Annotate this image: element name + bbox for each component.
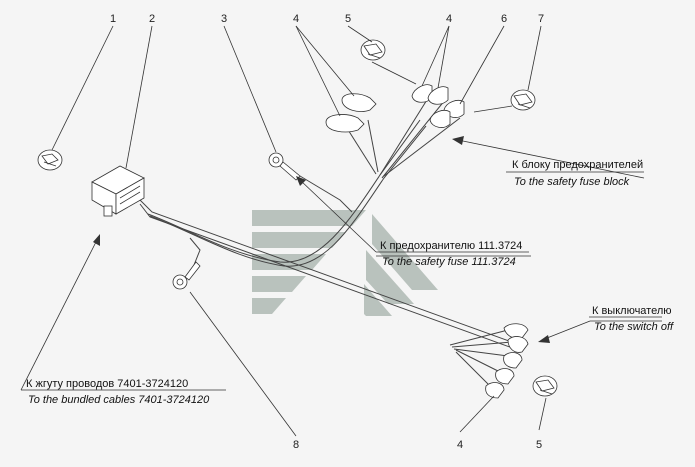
callout-5-bottom: 5 [536, 439, 542, 451]
bundle-label-en: To the bundled cables 7401-3724120 [28, 394, 210, 406]
callout-5-top: 5 [345, 13, 351, 25]
fuse-block-label-en: To the safety fuse block [514, 176, 630, 188]
ring-terminal-8 [172, 261, 201, 290]
fuse-label-en: To the safety fuse 111.3724 [382, 256, 516, 268]
callout-numbers: 1 2 3 4 5 4 6 7 8 4 5 [110, 13, 544, 451]
callout-3: 3 [221, 13, 227, 25]
callout-6: 6 [501, 13, 507, 25]
fuse-block-label-ru: К блоку предохранителей [512, 159, 643, 171]
callout-4-top-left: 4 [293, 13, 299, 25]
connector-block [91, 165, 145, 217]
callout-4-top-right: 4 [446, 13, 452, 25]
harness-wires [139, 94, 521, 387]
terminal-detail-7 [510, 89, 536, 111]
fuse-label-ru: К предохранителю 111.3724 [380, 240, 522, 252]
leader-lines [20, 25, 662, 437]
terminal-detail-1 [37, 149, 63, 171]
callout-1: 1 [110, 13, 116, 25]
bundle-label-ru: К жгуту проводов 7401-3724120 [26, 378, 188, 390]
callout-8: 8 [293, 439, 299, 451]
destination-labels: К блоку предохранителей To the safety fu… [26, 159, 674, 406]
terminal-detail-5-top [360, 39, 386, 61]
watermark-logo [252, 210, 438, 316]
callout-7: 7 [538, 13, 544, 25]
callout-4-bottom: 4 [457, 439, 463, 451]
switch-label-ru: К выключателю [592, 305, 672, 317]
insulating-sleeves-top [325, 84, 465, 133]
insulating-sleeves-switch [485, 323, 529, 399]
switch-label-en: To the switch off [594, 321, 674, 333]
callout-2: 2 [149, 13, 155, 25]
terminal-detail-5-bottom [532, 375, 558, 397]
ring-terminal-3 [268, 152, 301, 181]
